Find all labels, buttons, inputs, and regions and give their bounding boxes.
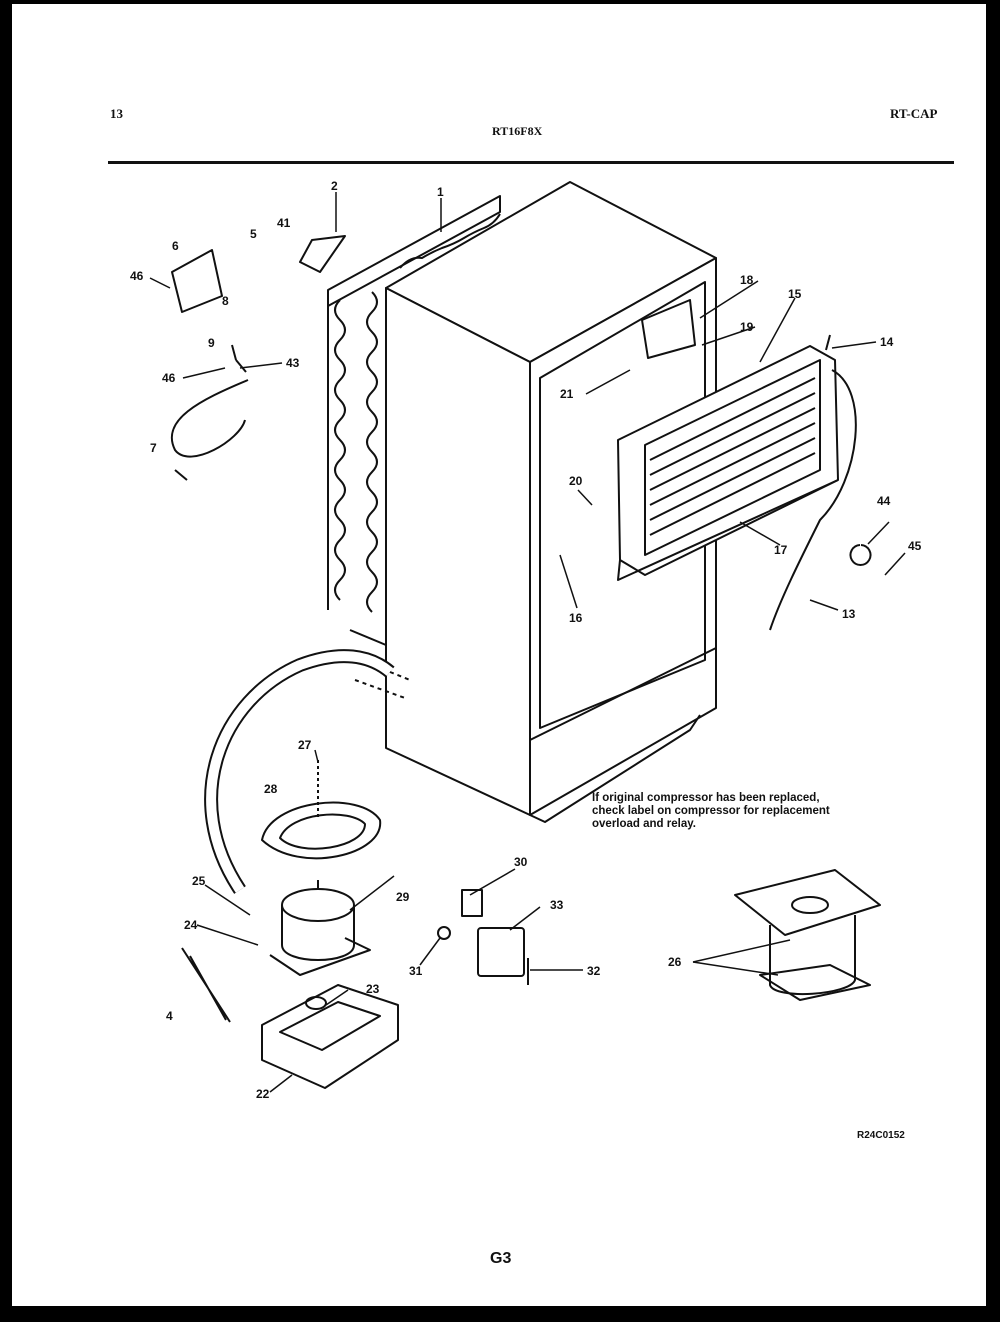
callout-5: 5 (250, 227, 257, 241)
callout-18: 18 (740, 273, 754, 287)
replacement-note: If original compressor has been replaced… (592, 792, 830, 830)
callout-8: 8 (222, 294, 229, 308)
header-model: RT16F8X (492, 124, 543, 138)
callout-14: 14 (880, 335, 894, 349)
callout-23: 23 (366, 982, 380, 996)
callout-4: 4 (166, 1009, 173, 1023)
replacement-compressor-drawing (734, 869, 881, 1001)
callout-46-top: 46 (130, 269, 144, 283)
callout-28: 28 (264, 782, 278, 796)
callout-30: 30 (514, 855, 528, 869)
power-cord-drawing (170, 235, 346, 481)
callout-44: 44 (877, 494, 891, 508)
callout-17: 17 (774, 543, 788, 557)
callout-19: 19 (740, 320, 754, 334)
drain-pan-drawing (261, 760, 382, 860)
callout-25: 25 (192, 874, 206, 888)
callout-16: 16 (569, 611, 583, 625)
callout-21: 21 (560, 387, 574, 401)
callout-22: 22 (256, 1087, 270, 1101)
callout-9: 9 (208, 336, 215, 350)
callout-1: 1 (437, 185, 444, 199)
callout-46-cord: 46 (162, 371, 176, 385)
mounting-base-drawing (261, 984, 399, 1089)
callout-24: 24 (184, 918, 198, 932)
callout-27: 27 (298, 738, 312, 752)
relay-drawing (437, 889, 529, 985)
callout-20: 20 (569, 474, 583, 488)
header-page-ref: 13 (110, 106, 123, 121)
header-rule (108, 161, 954, 164)
callout-13: 13 (842, 607, 856, 621)
figure-code: R24C0152 (857, 1130, 905, 1141)
page-number: G3 (490, 1250, 512, 1267)
callout-31: 31 (409, 964, 423, 978)
callout-45: 45 (908, 539, 922, 553)
callout-7: 7 (150, 441, 157, 455)
callout-2: 2 (331, 179, 338, 193)
callout-32: 32 (587, 964, 601, 978)
condenser-coil-drawing (327, 195, 501, 646)
header-section: RT-CAP (890, 106, 938, 121)
callout-29: 29 (396, 890, 410, 904)
evaporator-drawing (617, 334, 857, 631)
callout-26: 26 (668, 955, 682, 969)
callout-6: 6 (172, 239, 179, 253)
callout-41: 41 (277, 216, 291, 230)
compressor-drawing (269, 880, 371, 976)
callout-43: 43 (286, 356, 300, 370)
callout-15: 15 (788, 287, 802, 301)
callout-33: 33 (550, 898, 564, 912)
